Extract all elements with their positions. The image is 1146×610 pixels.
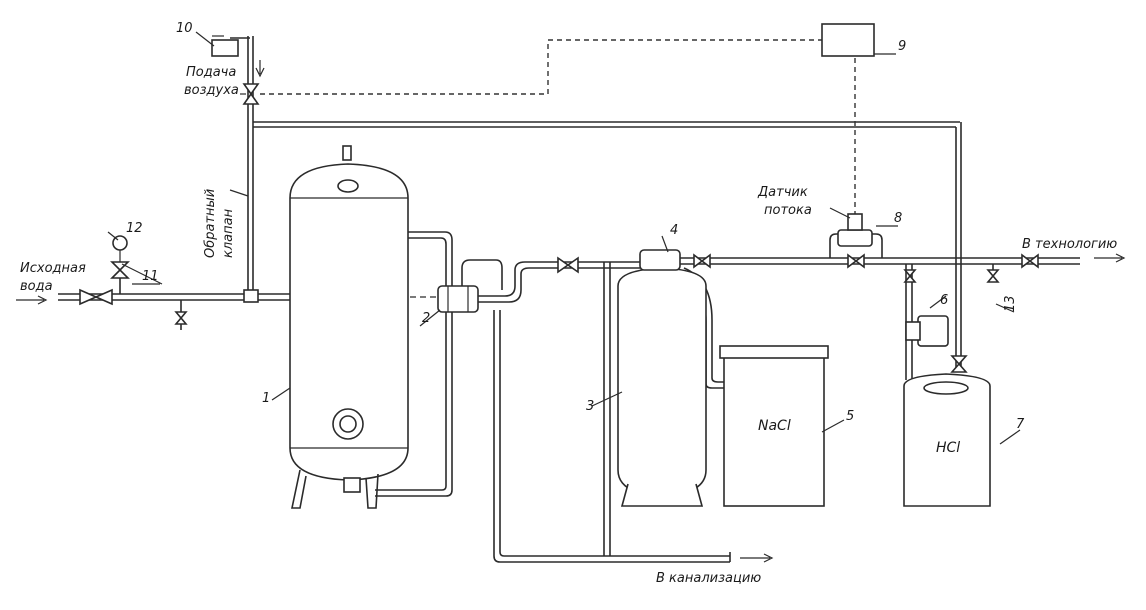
hcl-label: HCl	[936, 440, 960, 456]
valves	[79, 83, 1039, 373]
control-lines	[260, 39, 856, 214]
control-head	[639, 249, 681, 271]
dosing-pump	[905, 315, 949, 347]
label-13: 13	[1003, 295, 1018, 312]
label-4: 4	[670, 223, 678, 238]
source-water-label-1: Исходная	[20, 261, 86, 276]
air-valve-icon	[242, 83, 260, 105]
label-3: 3	[586, 399, 594, 414]
outlet-arrow-icon	[1094, 253, 1126, 263]
pressure-valve-icon	[110, 261, 130, 279]
sample-tap-icon	[986, 269, 1000, 283]
label-9: 9	[898, 39, 906, 54]
sewer-arrow-icon	[740, 553, 774, 563]
aeration-tank	[289, 145, 409, 509]
mixer-unit	[437, 285, 479, 313]
filter-inlet-valve-icon	[557, 256, 579, 274]
label-8: 8	[894, 211, 902, 226]
label-1: 1	[262, 391, 270, 406]
label-11: 11	[142, 269, 159, 284]
to-technology-label: В технологию	[1022, 237, 1117, 252]
air-compressor	[211, 35, 239, 57]
source-water-label-2: вода	[20, 279, 53, 294]
label-12: 12	[126, 221, 143, 236]
label-2: 2	[422, 311, 430, 326]
text-labels: Подача воздуха Исходная вода Обратный кл…	[20, 65, 1117, 586]
flow-sensor-label-1: Датчик	[757, 185, 808, 200]
air-arrow-icon	[255, 60, 265, 78]
nacl-tank	[719, 345, 829, 507]
label-7: 7	[1016, 417, 1025, 432]
flow-sensor-unit	[837, 213, 873, 247]
number-labels: 1 2 3 4 5 6 7 8 9 10 11 12 13	[126, 21, 1025, 432]
pipework	[58, 36, 1080, 563]
filter-outlet-valve-icon	[693, 253, 711, 269]
check-valve-label-2: клапан	[221, 208, 236, 258]
outlet-valve-icon	[1021, 253, 1039, 269]
hcl-tank	[903, 373, 991, 507]
flow-sensor-label-2: потока	[764, 203, 812, 218]
bypass-valve-icon	[847, 253, 865, 269]
label-6: 6	[940, 293, 948, 308]
air-supply-label-2: воздуха	[184, 83, 239, 98]
nacl-label: NaCl	[758, 418, 791, 434]
return-valve-icon	[950, 355, 968, 373]
leader-lines	[107, 31, 1021, 445]
air-supply-label-1: Подача	[186, 65, 236, 80]
inlet-valve-icon	[79, 288, 113, 306]
to-sewer-label: В канализацию	[656, 571, 761, 586]
check-valve-label-1: Обратный	[203, 189, 218, 258]
flow-arrows	[16, 60, 1126, 563]
controller-box	[821, 23, 875, 57]
drain-tap-icon	[174, 311, 188, 325]
label-5: 5	[846, 409, 854, 424]
label-10: 10	[176, 21, 193, 36]
softener-filter	[617, 249, 707, 507]
inlet-arrow-icon	[16, 295, 48, 305]
check-valve-icon	[243, 289, 259, 303]
